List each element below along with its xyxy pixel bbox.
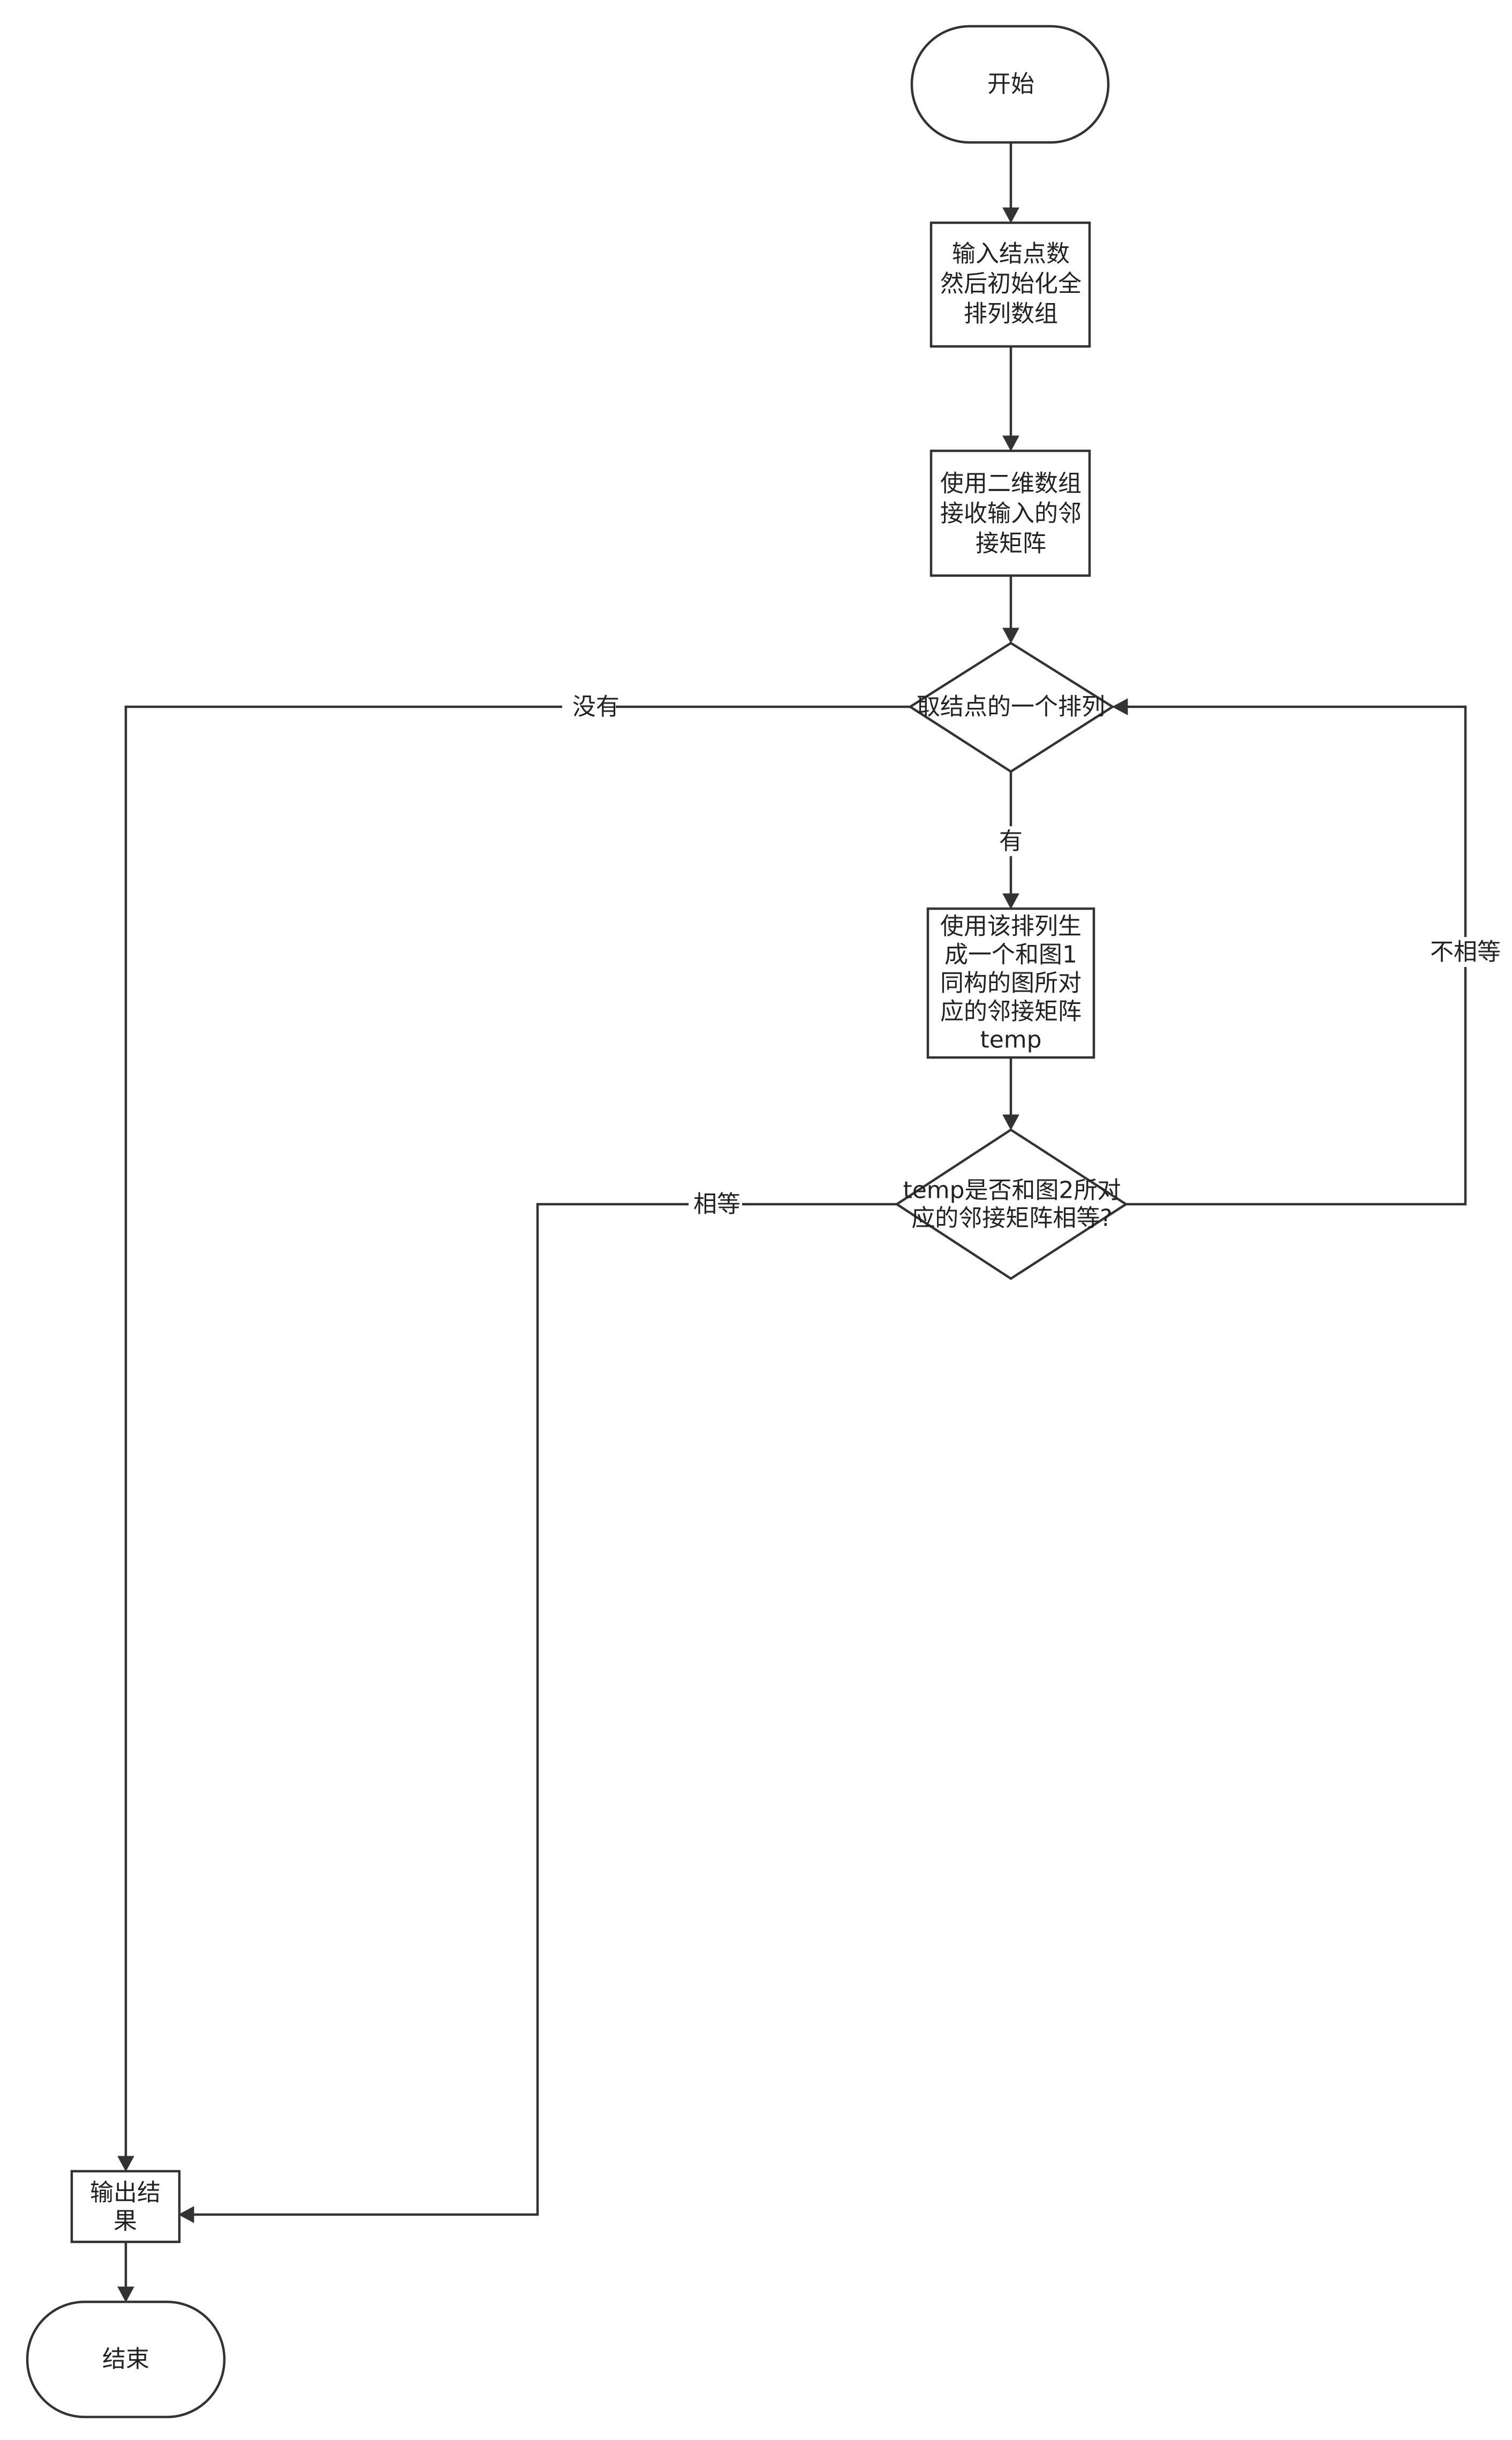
- arrowhead: [1112, 698, 1128, 715]
- edge-compare-equal-to-output: [194, 1203, 897, 2216]
- matrix-label-line2: 接收输入的邻: [940, 500, 1082, 527]
- matrix-process-box: [929, 449, 1091, 577]
- generate-label-line4: 应的邻接矩阵: [940, 998, 1082, 1025]
- take-permutation-decision: [908, 641, 1115, 773]
- init-label-line3: 排列数组: [964, 300, 1058, 328]
- edge-decision-none-to-output: [124, 705, 910, 2156]
- edge-label-equal: 相等: [693, 1191, 740, 1218]
- arrowhead: [178, 2206, 194, 2223]
- arrowhead: [1002, 207, 1019, 224]
- generate-label-line1: 使用该排列生: [940, 913, 1082, 940]
- edge-label-none: 没有: [572, 693, 619, 721]
- take-permutation-label: 取结点的一个排列: [917, 693, 1105, 721]
- arrowhead: [1002, 1114, 1019, 1131]
- end-terminator: [26, 2300, 226, 2419]
- generate-label-line3: 同构的图所对: [940, 970, 1082, 997]
- compare-label-line1: temp是否和图2所对: [903, 1177, 1121, 1204]
- init-process-box: [929, 221, 1091, 348]
- arrowhead: [1002, 435, 1019, 452]
- edge-label-not-equal: 不相等: [1430, 939, 1501, 966]
- generate-label-line2: 成一个和图1: [944, 941, 1077, 969]
- matrix-label-line3: 接矩阵: [976, 530, 1046, 557]
- arrowhead: [117, 2286, 134, 2303]
- arrowhead: [1002, 628, 1019, 644]
- arrowhead: [1002, 893, 1019, 910]
- output-label-line2: 果: [114, 2208, 137, 2235]
- start-label: 开始: [987, 71, 1034, 98]
- edge-label-has: 有: [999, 828, 1023, 855]
- generate-process-box: [926, 907, 1095, 1059]
- compare-decision: [894, 1128, 1129, 1280]
- start-terminator: [910, 25, 1110, 144]
- edge-compare-notequal-loop: [1126, 705, 1467, 1206]
- init-label-line2: 然后初始化全: [940, 270, 1082, 298]
- arrowhead: [117, 2156, 134, 2172]
- output-process-box: [70, 2170, 181, 2243]
- compare-label-line2: 应的邻接矩阵相等?: [911, 1205, 1112, 1232]
- matrix-label-line1: 使用二维数组: [940, 470, 1082, 497]
- generate-label-line5: temp: [980, 1026, 1041, 1054]
- end-label: 结束: [102, 2346, 149, 2373]
- output-label-line1: 输出结: [90, 2179, 161, 2207]
- init-label-line1: 输入结点数: [952, 240, 1070, 268]
